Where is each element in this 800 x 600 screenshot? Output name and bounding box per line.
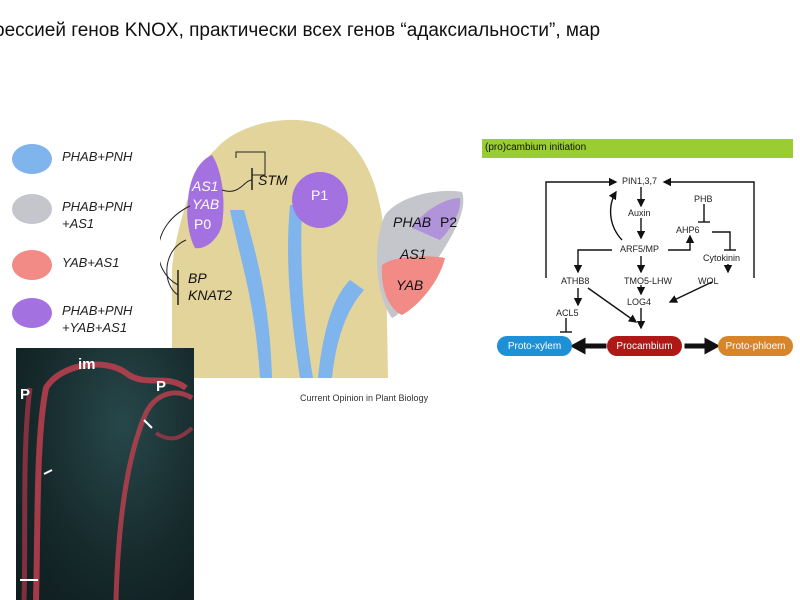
node-athb8: ATHB8 bbox=[561, 276, 589, 286]
micro-label-p-right: P bbox=[156, 378, 166, 395]
bp-label: BP bbox=[188, 270, 207, 286]
micro-label-im: im bbox=[78, 356, 96, 373]
p1-label: P1 bbox=[311, 187, 328, 203]
legend-swatch-purple bbox=[12, 298, 52, 328]
node-arf5: ARF5/MP bbox=[620, 244, 659, 254]
legend-swatch-gray bbox=[12, 194, 52, 224]
p0-gene-yab: YAB bbox=[192, 196, 219, 212]
pill-procambium: Procambium bbox=[607, 336, 682, 356]
flowchart-header-text: (pro)cambium initiation bbox=[485, 142, 586, 153]
p2-gene-as1: AS1 bbox=[400, 246, 426, 262]
slide-heading: рессией генов KNOX, практически всех ген… bbox=[0, 20, 600, 42]
legend-label: PHAB+PNH +AS1 bbox=[62, 198, 132, 232]
legend-label: PHAB+PNH +YAB+AS1 bbox=[62, 302, 132, 336]
legend-swatch-red bbox=[12, 250, 52, 280]
node-phb: PHB bbox=[694, 194, 713, 204]
pill-proto-xylem: Proto-xylem bbox=[497, 336, 572, 356]
legend-item-yab-as1: YAB+AS1 bbox=[12, 250, 182, 290]
legend-item-all: PHAB+PNH +YAB+AS1 bbox=[12, 298, 182, 338]
node-cytokinin: Cytokinin bbox=[703, 253, 740, 263]
node-auxin: Auxin bbox=[628, 208, 651, 218]
node-acl5: ACL5 bbox=[556, 308, 579, 318]
node-ahp6: AHP6 bbox=[676, 225, 700, 235]
knat2-label: KNAT2 bbox=[188, 287, 232, 303]
p2-gene-yab: YAB bbox=[396, 277, 423, 293]
legend-label: PHAB+PNH bbox=[62, 148, 132, 165]
micro-label-p-left: P bbox=[20, 386, 30, 403]
p2-gene-phab: PHAB bbox=[393, 214, 431, 230]
node-pin: PIN1,3,7 bbox=[622, 176, 657, 186]
node-log4: LOG4 bbox=[627, 297, 651, 307]
p2-label: P2 bbox=[440, 214, 457, 230]
pill-proto-phloem: Proto-phloem bbox=[718, 336, 793, 356]
micrograph-image: im P P bbox=[16, 348, 194, 600]
node-wol: WOL bbox=[698, 276, 719, 286]
p0-label: P0 bbox=[194, 216, 211, 232]
stm-label: STM bbox=[258, 172, 288, 188]
node-tmo5: TMO5-LHW bbox=[624, 276, 672, 286]
legend-label: YAB+AS1 bbox=[62, 254, 119, 271]
legend-item-phab-pnh: PHAB+PNH bbox=[12, 144, 182, 184]
legend-item-phab-pnh-as1: PHAB+PNH +AS1 bbox=[12, 194, 182, 234]
figure-caption: Current Opinion in Plant Biology bbox=[300, 393, 428, 403]
flowchart-header: (pro)cambium initiation bbox=[482, 139, 793, 158]
p0-gene-as1: AS1 bbox=[192, 178, 218, 194]
legend-swatch-blue bbox=[12, 144, 52, 174]
micrograph-staining bbox=[16, 348, 194, 600]
